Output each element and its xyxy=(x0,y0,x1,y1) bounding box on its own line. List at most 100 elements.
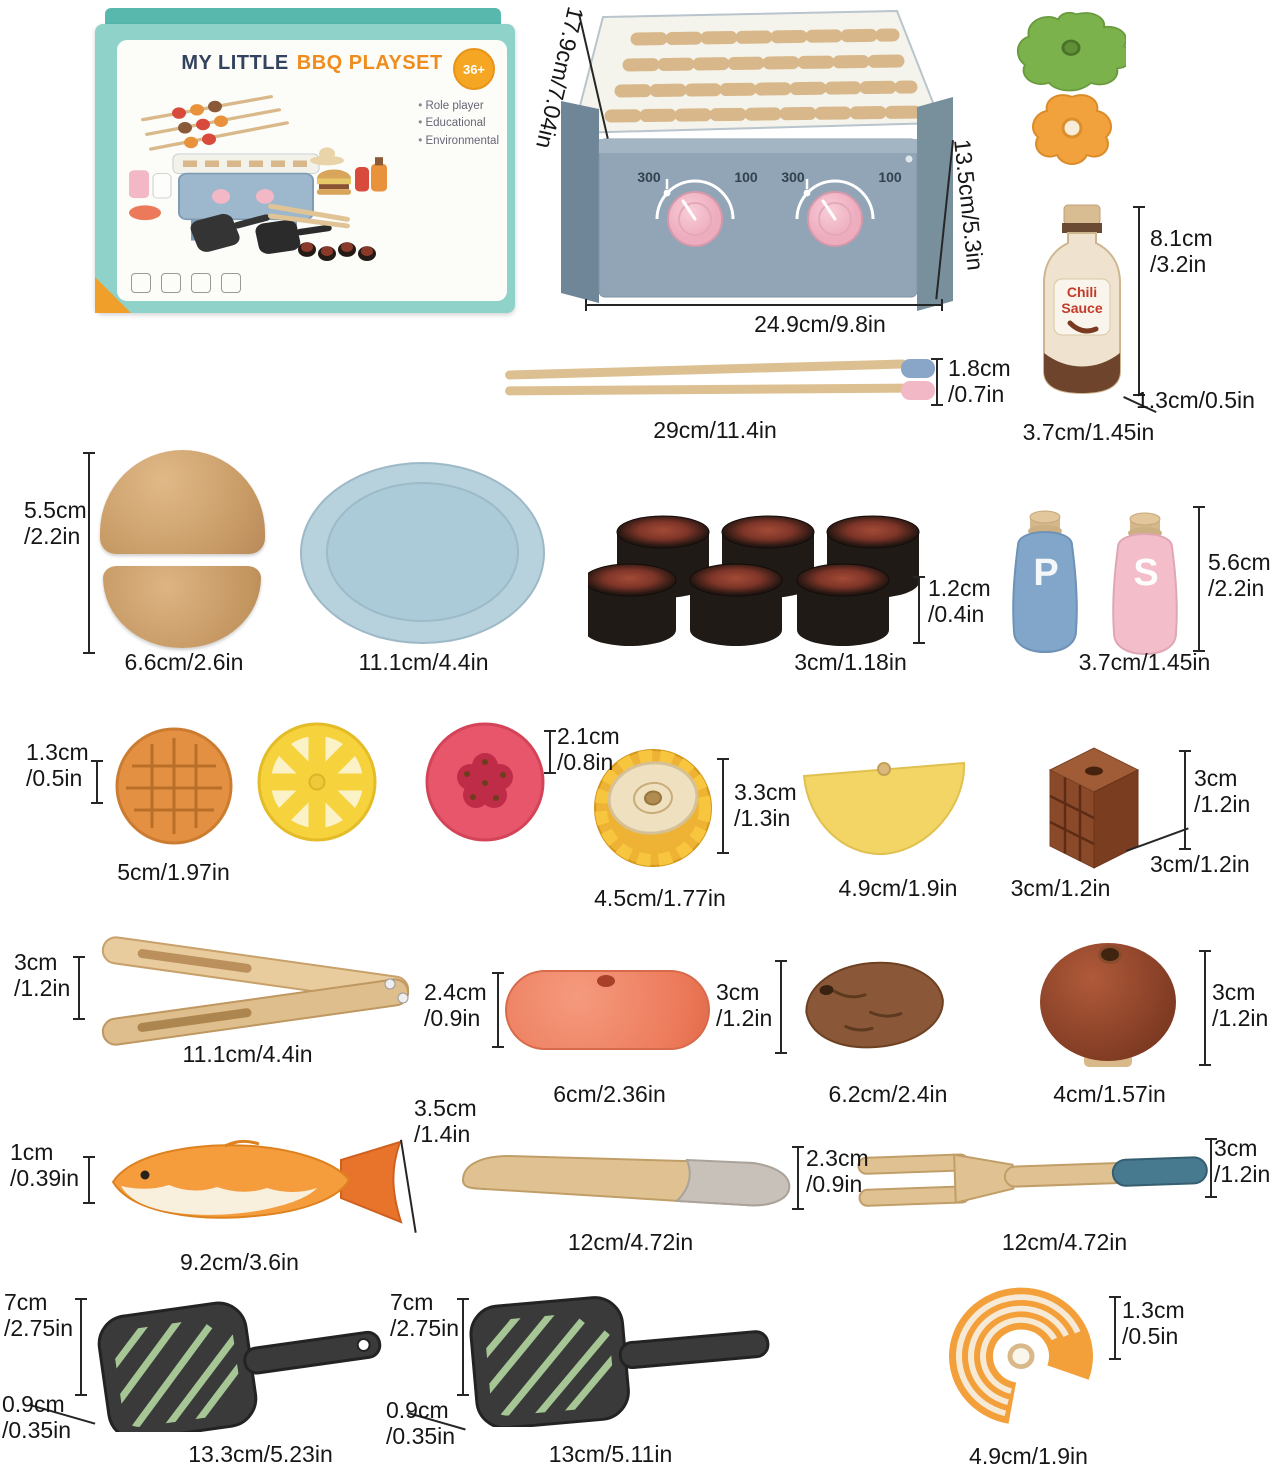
lettuce-piece xyxy=(1016,10,1133,94)
sausage xyxy=(505,970,710,1050)
dial-left-100: 100 xyxy=(734,169,758,185)
dim-onion-width: 4cm/1.57in xyxy=(1053,1081,1166,1107)
dim-shaker-width: 3.7cm/1.45in xyxy=(1078,649,1211,675)
cheese-flower-piece xyxy=(1022,92,1122,172)
fish xyxy=(105,1130,407,1238)
skewer-stick xyxy=(504,383,908,396)
box-corner-fold xyxy=(95,277,131,313)
dim-line xyxy=(775,960,787,1054)
salt-pepper-shakers xyxy=(1000,505,1190,656)
dim-knife-length: 12cm/4.72in xyxy=(567,1229,694,1255)
dim-patty-width: 3cm/1.18in xyxy=(794,649,907,675)
dim-shaker-height: 5.6cm /2.2in xyxy=(1208,549,1271,601)
salt-shaker xyxy=(1112,512,1178,656)
fish-tail xyxy=(340,1140,403,1224)
dim-bottle-base: 1.3cm/0.5in xyxy=(1136,387,1255,413)
dim-line xyxy=(73,956,85,1020)
dim-paddle1-thickness: 0.9cm /0.35in xyxy=(2,1391,72,1443)
dim-knife-height: 2.3cm /0.9in xyxy=(806,1145,869,1197)
dim-bottle-width: 3.7cm/1.45in xyxy=(1022,419,1155,445)
dim-line xyxy=(83,452,95,654)
dim-tomato-height: 2.1cm /0.8in xyxy=(557,723,620,775)
cert-icon xyxy=(191,273,211,293)
dim-paddle1-length: 13.3cm/5.23in xyxy=(188,1441,333,1467)
dim-line xyxy=(913,576,925,644)
dim-line xyxy=(931,358,943,406)
dim-line xyxy=(492,972,504,1048)
toy-fork xyxy=(855,1140,1209,1218)
dim-corn-width: 4.5cm/1.77in xyxy=(594,885,726,911)
dim-paddle2-height: 7cm /2.75in xyxy=(390,1289,460,1341)
plate-center xyxy=(326,482,519,622)
dim-fork-height: 3cm /1.2in xyxy=(1214,1135,1271,1187)
salmon-steak xyxy=(935,1280,1110,1440)
thermometer-icon xyxy=(663,179,671,197)
dim-slice-width: 5cm/1.97in xyxy=(117,859,230,885)
bun-bottom-half xyxy=(103,566,261,648)
dim-paddle1-height: 7cm /2.75in xyxy=(4,1289,74,1341)
dim-fork-length: 12cm/4.72in xyxy=(1001,1229,1128,1255)
dim-slice-height: 1.3cm /0.5in xyxy=(26,739,89,791)
dim-line xyxy=(1193,506,1205,652)
grill-front-panel xyxy=(598,138,918,298)
dim-line xyxy=(544,730,556,774)
sausage-hole xyxy=(597,975,615,987)
dim-patty-height: 1.2cm /0.4in xyxy=(928,575,991,627)
grill-paddle-2 xyxy=(465,1282,775,1430)
bread-slice xyxy=(112,726,236,846)
salmon-bone xyxy=(1007,1343,1035,1370)
dim-tongs-height: 3cm /1.2in xyxy=(14,949,71,1001)
box-title: MY LITTLE BBQ PLAYSET xyxy=(117,52,507,75)
bullet-environmental: Environmental xyxy=(418,133,499,150)
dim-line xyxy=(83,1156,95,1204)
dim-cube-height: 3cm /1.2in xyxy=(1194,765,1251,817)
dim-bottle-height: 8.1cm /3.2in xyxy=(1150,225,1213,277)
pepper-shaker xyxy=(1012,510,1078,654)
skewer-cap-blue xyxy=(901,359,935,378)
dim-cube-depth: 3cm/1.2in xyxy=(1150,851,1250,877)
grill-dial-left xyxy=(655,179,735,247)
onion xyxy=(1040,943,1180,1073)
chili-sauce-bottle xyxy=(1032,203,1132,399)
dim-halfmoon-width: 4.9cm/1.9in xyxy=(838,875,958,901)
grill-paddle-1 xyxy=(92,1280,392,1441)
toy-knife xyxy=(455,1146,797,1218)
grill-dial-right xyxy=(795,179,875,247)
onion-hole xyxy=(1098,945,1122,964)
dim-plate-width: 11.1cm/4.4in xyxy=(358,649,489,675)
chocolate-cube xyxy=(1030,740,1150,874)
dial-left-300: 300 xyxy=(637,169,661,185)
grill-left-leg xyxy=(561,101,599,303)
box-title-line2: BBQ PLAYSET xyxy=(296,52,443,74)
skewer-cap-pink xyxy=(901,381,935,400)
bullet-educational: Educational xyxy=(418,115,499,132)
box-title-line1: MY LITTLE xyxy=(181,52,289,74)
dial-right-100: 100 xyxy=(878,169,902,185)
dim-salmon-height: 1.3cm /0.5in xyxy=(1122,1297,1185,1349)
thermometer-icon xyxy=(803,179,811,197)
dim-salmon-width: 4.9cm/1.9in xyxy=(969,1443,1088,1469)
dim-bun-height: 5.5cm /2.2in xyxy=(24,497,87,549)
dim-fish-tail-height: 3.5cm /1.4in xyxy=(414,1095,477,1147)
box-illustration xyxy=(129,95,387,262)
dim-sausage-width: 6cm/2.36in xyxy=(553,1081,666,1107)
dim-line xyxy=(585,299,943,311)
butter-half-slice xyxy=(798,756,970,858)
fork-grip xyxy=(1111,1156,1208,1187)
cert-icon xyxy=(131,273,151,293)
dim-line xyxy=(457,1298,469,1396)
paddle-hang-hole xyxy=(356,1337,371,1352)
bullet-role-player: Role player xyxy=(418,98,499,115)
burger-buns xyxy=(98,450,268,655)
dial-right-300: 300 xyxy=(781,169,805,185)
sweet-potato xyxy=(798,950,950,1060)
dim-paddle2-thickness: 0.9cm /0.35in xyxy=(386,1397,456,1449)
box-bullet-list: Role player Educational Environmental xyxy=(418,98,499,150)
dim-potato-height: 3cm /1.2in xyxy=(716,979,773,1031)
dim-line xyxy=(792,1146,804,1210)
wooden-tongs xyxy=(85,926,417,1056)
fish-eye xyxy=(140,1170,150,1180)
